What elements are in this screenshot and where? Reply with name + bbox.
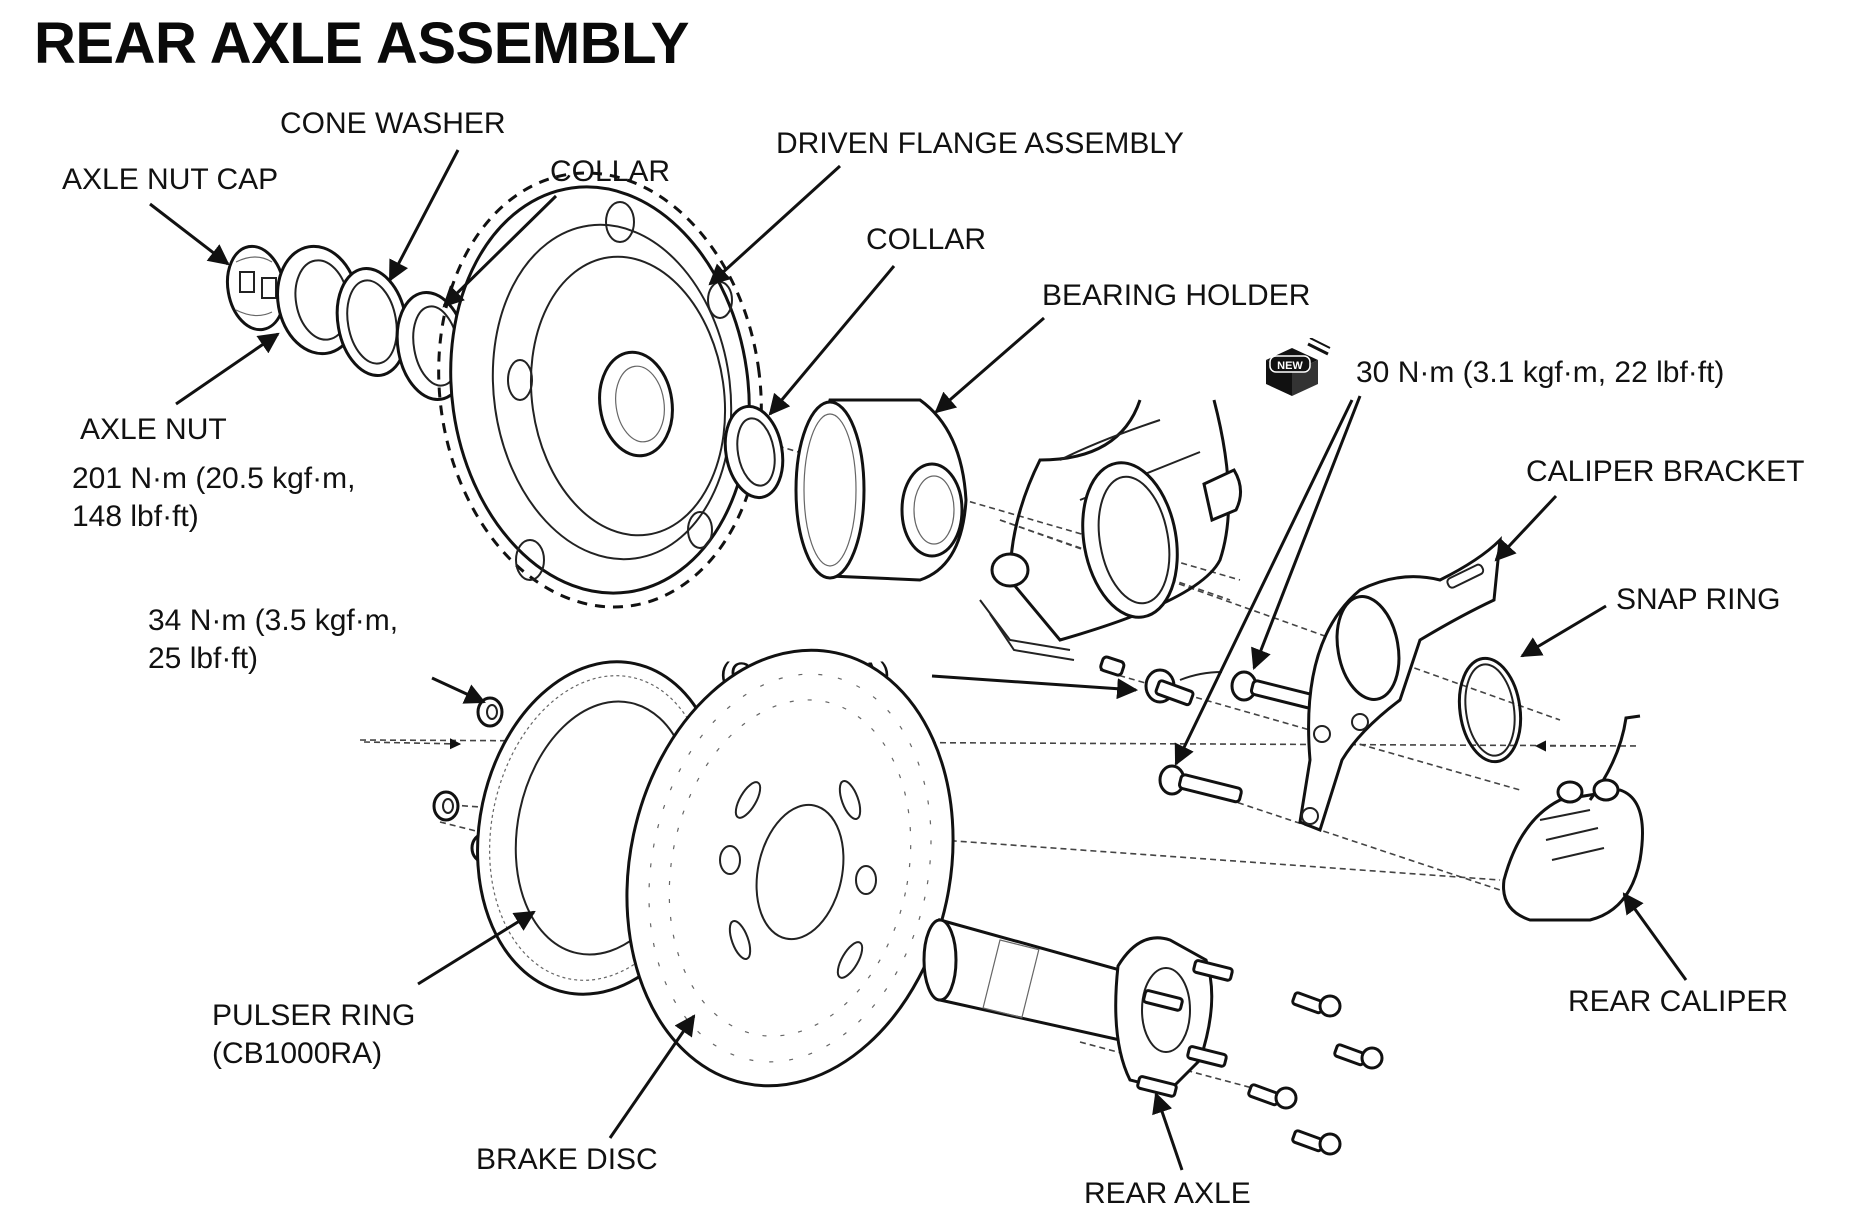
leader-brake-disc: [608, 1014, 696, 1139]
brake-disc-part: [625, 648, 955, 1088]
leader-torque-30-b: [1174, 399, 1354, 766]
rear-caliper-part: [1502, 714, 1644, 922]
leader-torque-30-a: [1251, 395, 1362, 670]
label-brake-disc: BRAKE DISC: [476, 1143, 658, 1176]
driven-flange-bolts: [1247, 991, 1384, 1156]
leader-bearing-holder: [934, 316, 1045, 414]
collar-inner-part: [723, 404, 785, 500]
leader-collar-inner: [768, 265, 896, 416]
label-rear-caliper: REAR CALIPER: [1568, 985, 1789, 1018]
label-bearing-holder: BEARING HOLDER: [1042, 279, 1311, 312]
label-axle-nut-cap: AXLE NUT CAP: [62, 163, 279, 196]
torque-axle-nut-line1: 201 N·m (20.5 kgf·m,: [72, 462, 356, 495]
label-caliper-bracket: CALIPER BRACKET: [1526, 455, 1805, 488]
snap-ring-part: [1457, 656, 1523, 764]
torque-caliper-bracket-bolt: 30 N·m (3.1 kgf·m, 22 lbf·ft): [1356, 356, 1725, 389]
page-title: REAR AXLE ASSEMBLY: [34, 11, 689, 76]
leader-driven-flange: [708, 164, 842, 286]
leader-caliper-bracket: [1494, 494, 1558, 562]
leader-pulser-ring: [417, 910, 536, 986]
driven-flange-sprocket-part: [437, 171, 763, 609]
torque-disc-nut-line2: 25 lbf·ft): [148, 642, 259, 675]
leader-disc-nut: [431, 676, 486, 704]
label-pulser-ring-line2: (CB1000RA): [212, 1037, 383, 1070]
leader-rear-caliper: [1622, 892, 1688, 981]
label-collar-outer: COLLAR: [550, 155, 671, 188]
leader-collar-outer: [442, 194, 558, 308]
leader-lines: [149, 149, 1688, 1171]
speed-sensor-part: [1099, 655, 1223, 707]
caliper-bracket-part: [1298, 535, 1502, 832]
leader-cone-washer: [388, 149, 460, 282]
leader-rear-axle: [1152, 1092, 1184, 1171]
label-collar-inner: COLLAR: [866, 223, 987, 256]
label-axle-nut: AXLE NUT: [80, 413, 227, 446]
label-driven-flange-assembly: DRIVEN FLANGE ASSEMBLY: [776, 127, 1184, 160]
axis-direction-arrows: [363, 738, 1606, 752]
bearing-holder-part: [794, 398, 968, 582]
label-rear-axle: REAR AXLE: [1084, 1177, 1251, 1210]
new-part-icon-text: NEW: [1277, 360, 1303, 372]
swingarm-part: [979, 399, 1242, 661]
label-pulser-ring-line1: PULSER RING: [212, 999, 416, 1032]
torque-disc-nut-line1: 34 N·m (3.5 kgf·m,: [148, 604, 399, 637]
leader-axle-nut: [175, 332, 280, 406]
caliper-bracket-bolts: [1158, 670, 1315, 804]
leader-cb1000ra-sensor: [931, 674, 1139, 700]
label-cone-washer: CONE WASHER: [280, 107, 506, 140]
label-snap-ring: SNAP RING: [1616, 583, 1781, 616]
leader-snap-ring: [1520, 604, 1607, 658]
torque-axle-nut-line2: 148 lbf·ft): [72, 500, 199, 533]
rear-axle-part: [922, 918, 1234, 1098]
new-part-icon: NEW: [1262, 337, 1334, 400]
leader-axle-nut-cap: [149, 202, 230, 266]
